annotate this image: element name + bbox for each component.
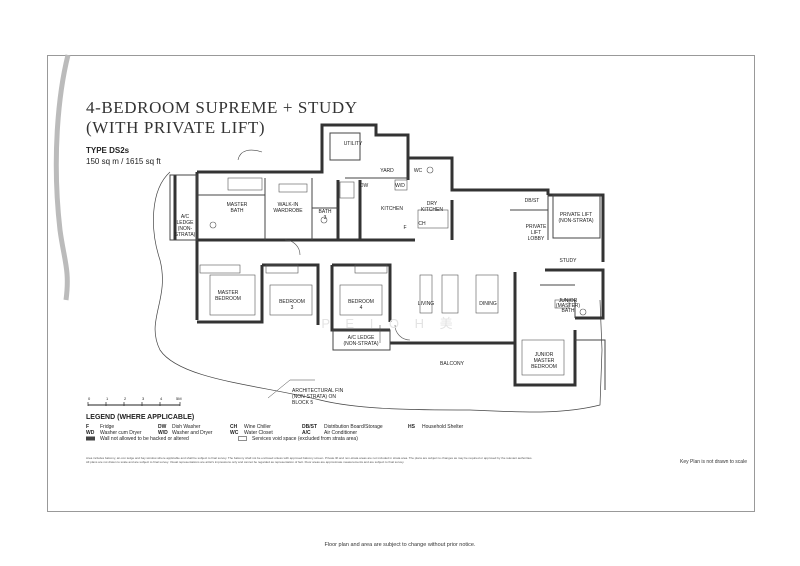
label-fin-2: (NON-STRATA) ON (292, 394, 336, 400)
label-ac-ledge-bottom-1: A/C LEDGE (348, 335, 375, 341)
scale-tick-0: 0 (88, 396, 91, 401)
label-bath3-1: BATH (319, 209, 332, 215)
landscape-outline (153, 171, 603, 413)
label-wd: W/D (395, 183, 405, 189)
unit-type: TYPE DS2s (86, 146, 130, 155)
key-plan-note: Key Plan is not drawn to scale (680, 459, 747, 465)
unit-area: 150 sq m / 1615 sq ft (86, 157, 161, 166)
label-master-bedroom-1: MASTER (218, 290, 239, 296)
label-utility: UTILITY (344, 141, 363, 147)
wall-swatch-icon (86, 436, 100, 443)
label-f: F (403, 225, 406, 231)
page-title: 4-BEDROOM SUPREME + STUDY (WITH PRIVATE … (86, 98, 358, 138)
label-master-bedroom-2: BEDROOM (215, 296, 241, 302)
label-yard: YARD (380, 168, 394, 174)
footer-note: Floor plan and area are subject to chang… (324, 542, 476, 548)
label-bedroom3-2: 3 (291, 305, 294, 311)
scale-tick-2: 2 (124, 396, 127, 401)
label-lift-lobby-3: LOBBY (528, 236, 545, 242)
label-bath3-2: 3 (324, 215, 327, 221)
scale-tick-3: 3 (142, 396, 145, 401)
legend-title: LEGEND (WHERE APPLICABLE) (86, 414, 195, 421)
label-jr-bedroom-2: MASTER (534, 358, 555, 364)
label-jr-bedroom-1: JUNIOR (535, 352, 554, 358)
label-ac-ledge-1: A/C (181, 214, 190, 220)
legend-row: Wall not allowed to be hacked or altered… (86, 436, 498, 443)
label-ch: CH (418, 221, 426, 227)
label-dining: DINING (479, 301, 497, 307)
label-bedroom3-1: BEDROOM (279, 299, 305, 305)
title-line-1: 4-BEDROOM SUPREME + STUDY (86, 98, 358, 117)
scale-bar: 0 1 2 3 4 5M (87, 396, 182, 406)
label-private-lift-1: PRIVATE LIFT (560, 212, 592, 218)
label-balcony: BALCONY (440, 361, 465, 367)
disclaimer: Area includes balcony, air-con ledge and… (86, 456, 533, 464)
title-line-2: (WITH PRIVATE LIFT) (86, 118, 266, 137)
label-private-lift-2: (NON-STRATA) (558, 218, 593, 224)
label-ac-ledge-bottom-2: (NON-STRATA) (343, 341, 378, 347)
label-ac-ledge-3: (NON- (178, 226, 193, 232)
label-lift-lobby-2: LIFT (531, 230, 541, 236)
label-jr-bedroom-3: BEDROOM (531, 364, 557, 370)
label-wardrobe-1: WALK-IN (278, 202, 299, 208)
label-bedroom4-2: 4 (360, 305, 363, 311)
furniture (199, 166, 587, 376)
label-fin-3: BLOCK 5 (292, 400, 313, 406)
label-jr-bath-1: JUNIOR (559, 298, 578, 304)
label-bedroom4-1: BEDROOM (348, 299, 374, 305)
label-dry-kitchen-1: DRY (427, 201, 438, 207)
label-ac-ledge-2: LEDGE (177, 220, 195, 226)
label-study: STUDY (560, 258, 578, 264)
label-fin-1: ARCHITECTURAL FIN (292, 388, 344, 394)
walls (173, 123, 605, 387)
partitions (169, 132, 606, 390)
label-jr-bath-3: BATH (562, 308, 575, 314)
label-wc: WC (414, 168, 423, 174)
label-master-bath-1: MASTER (227, 202, 248, 208)
watermark: P E I O H 美 (321, 316, 458, 331)
label-dw: DW (360, 183, 369, 189)
label-living: LIVING (418, 301, 435, 307)
plan-sheet (47, 55, 755, 512)
label-db-st: DB/ST (525, 198, 540, 204)
label-lift-lobby-1: PRIVATE (526, 224, 547, 230)
scale-tick-4: 4 (160, 396, 163, 401)
scale-tick-1: 1 (106, 396, 109, 401)
label-kitchen: KITCHEN (381, 206, 403, 212)
void-swatch-icon (238, 436, 252, 443)
label-master-bath-2: BATH (231, 208, 244, 214)
label-ac-ledge-4: STRATA) (175, 232, 196, 238)
scale-unit: 5M (176, 396, 182, 401)
label-dry-kitchen-2: KITCHEN (421, 207, 443, 213)
label-jr-bath-2: (MASTER) (556, 303, 581, 309)
label-wardrobe-2: WARDROBE (273, 208, 303, 214)
